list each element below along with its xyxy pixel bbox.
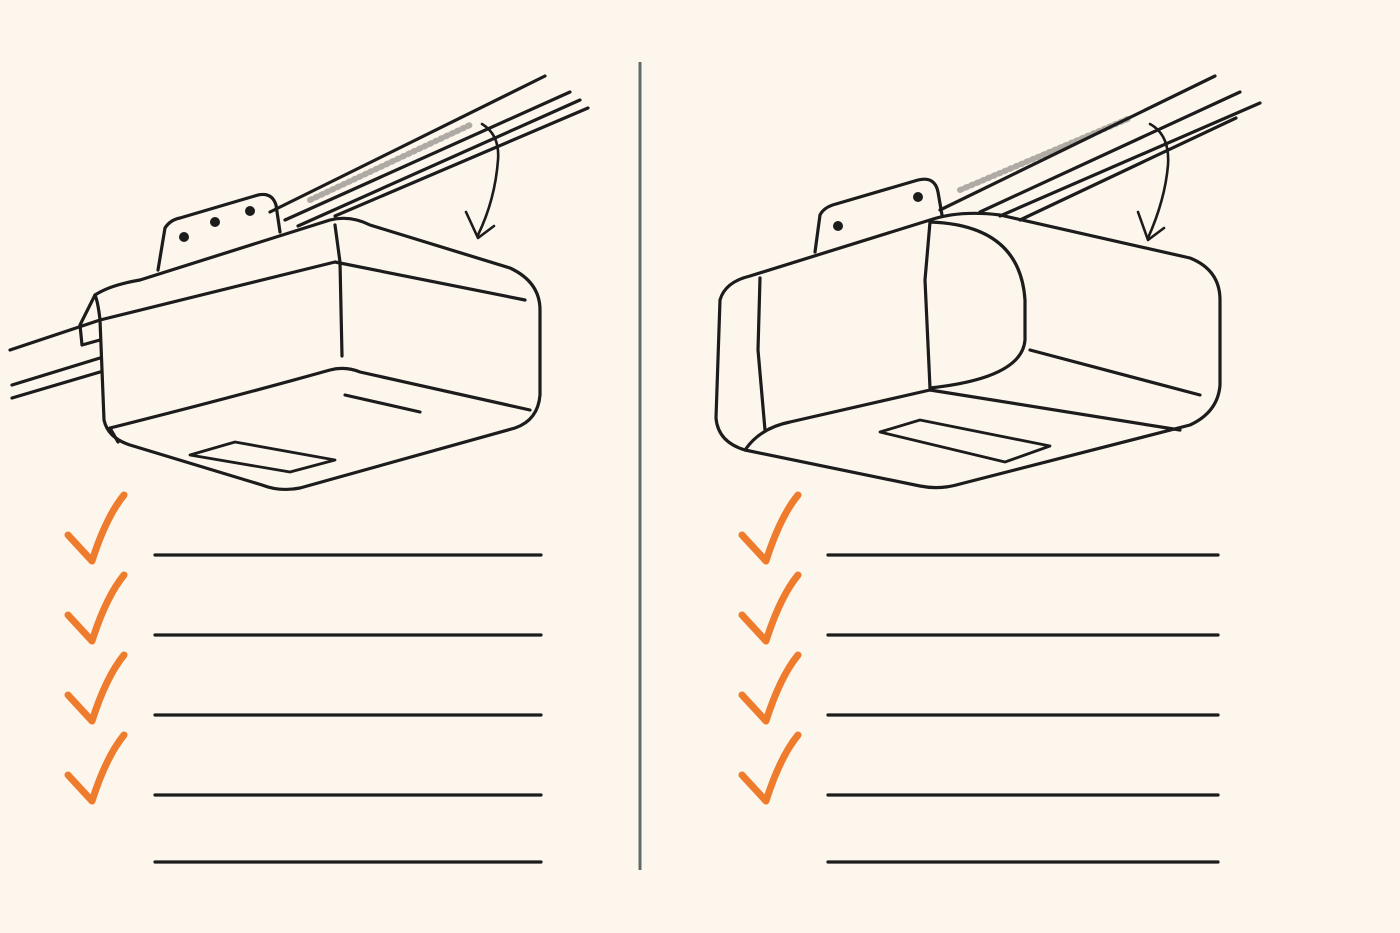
right-rotation-arrow [1136,122,1170,242]
right-rail [938,74,1262,222]
check-icon [738,491,802,565]
left-opener-illustration [8,74,590,492]
right-bracket-holes [833,192,923,231]
check-icon [738,571,802,645]
left-mounting-bracket [156,192,282,272]
left-rotation-arrow [464,122,500,240]
left-housing [78,216,542,492]
left-rail [8,74,590,400]
check-icon [64,491,128,565]
right-mounting-bracket [813,177,944,254]
check-icon [738,651,802,725]
right-checklist [738,491,1220,864]
check-icon [64,571,128,645]
left-checklist [64,491,543,864]
check-icon [64,731,128,805]
right-housing [714,211,1222,490]
check-icon [738,731,802,805]
check-icon [64,651,128,725]
right-opener-illustration [714,74,1262,490]
checklists [64,491,1220,864]
left-bracket-holes [179,206,255,242]
